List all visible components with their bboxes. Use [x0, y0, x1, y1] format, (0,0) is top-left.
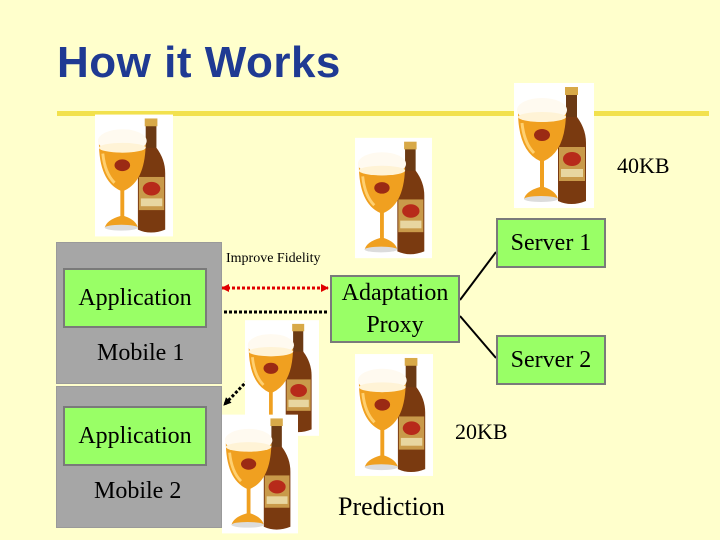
application-box-1: Application [63, 268, 207, 328]
mobile-1-label: Mobile 1 [97, 340, 185, 366]
server-1-box: Server 1 [496, 218, 606, 268]
mobile-2-label: Mobile 2 [94, 478, 182, 504]
beer-image-2 [514, 83, 594, 208]
beer-image-5 [222, 413, 298, 535]
prediction-label: Prediction [338, 492, 445, 521]
title-underline [57, 111, 709, 116]
page-title: How it Works [57, 38, 341, 87]
adaptation-proxy-box: Adaptation Proxy [330, 275, 460, 343]
application-box-2: Application [63, 406, 207, 466]
proxy-server2-link [459, 315, 497, 359]
size-20kb-label: 20KB [455, 419, 508, 444]
improve-fidelity-label: Improve Fidelity [226, 251, 321, 266]
size-40kb-label: 40KB [617, 153, 670, 178]
server-2-box: Server 2 [496, 335, 606, 385]
beer-image-1 [95, 113, 173, 238]
beer-image-3 [355, 137, 432, 259]
beer-image-6 [355, 354, 433, 476]
proxy-server1-link [459, 251, 497, 301]
